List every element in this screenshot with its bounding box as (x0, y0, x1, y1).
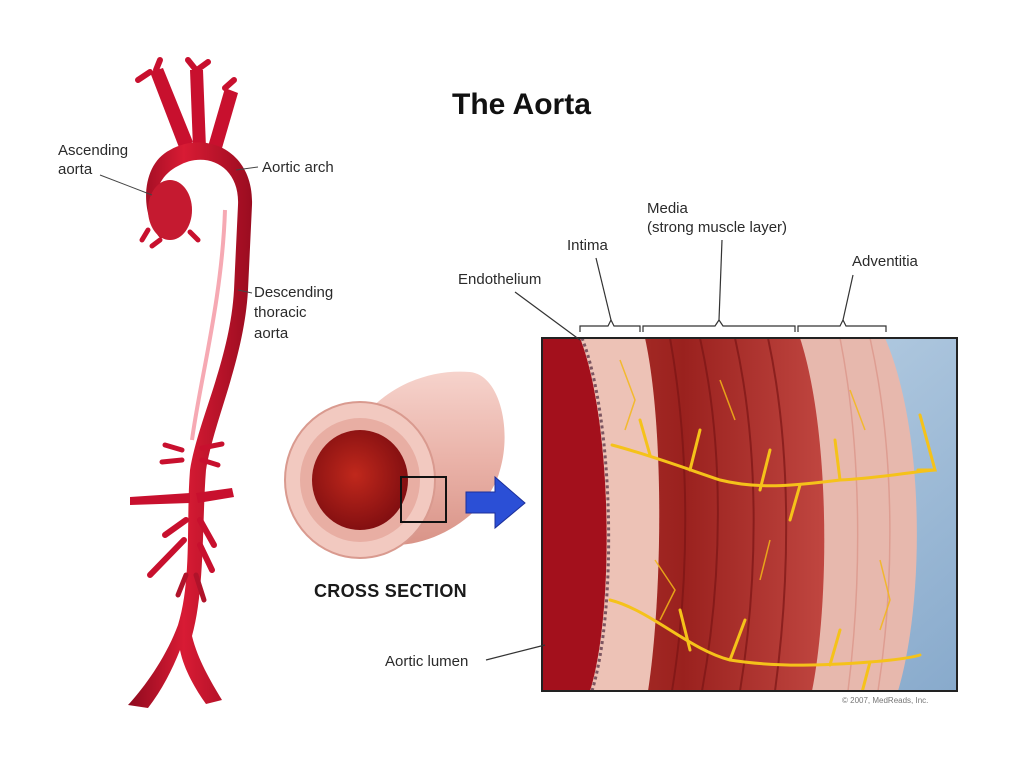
label-aortic-arch: Aortic arch (262, 159, 334, 176)
aorta-illustration (128, 57, 253, 708)
label-descending-1: Descending (254, 284, 334, 301)
label-media-2: (strong muscle layer) (647, 219, 788, 236)
magnified-wall (542, 338, 957, 691)
label-media-1: Media (647, 200, 688, 217)
diagram-title: The Aorta (452, 88, 591, 121)
copyright-notice: © 2007, MedReads, Inc. (842, 696, 929, 705)
label-aortic-lumen: Aortic lumen (385, 653, 469, 670)
leader-lines-left (99, 166, 259, 294)
label-ascending-1: Ascending (58, 142, 129, 159)
label-endothelium: Endothelium (458, 271, 542, 288)
label-descending-3: aorta (254, 325, 289, 342)
cross-section-tube (284, 371, 505, 559)
label-adventitia: Adventitia (852, 253, 918, 270)
label-intima: Intima (567, 237, 608, 254)
label-ascending-2: aorta (58, 161, 93, 178)
label-descending-2: thoracic (254, 304, 307, 321)
blue-arrow-icon (465, 475, 526, 530)
cross-section-label: CROSS SECTION (314, 581, 467, 601)
layer-brackets (485, 239, 887, 661)
